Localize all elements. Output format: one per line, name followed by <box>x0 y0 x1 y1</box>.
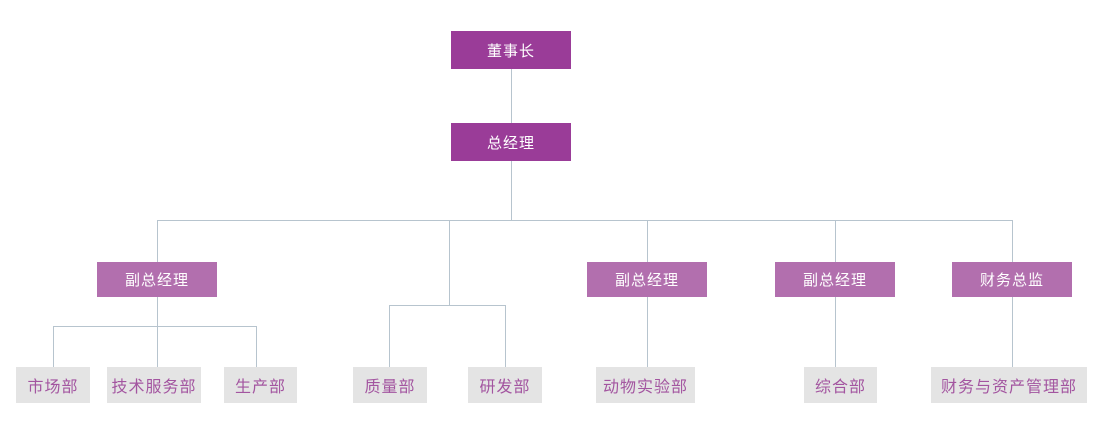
connector-line <box>53 326 54 367</box>
node-dept-marketing: 市场部 <box>16 367 90 403</box>
node-dept-quality: 质量部 <box>353 367 427 403</box>
connector-line <box>647 297 648 367</box>
connector-line <box>449 220 450 305</box>
connector-line <box>389 305 506 306</box>
connector-line <box>53 326 257 327</box>
connector-line <box>835 297 836 367</box>
node-dept-finance-asset: 财务与资产管理部 <box>931 367 1087 403</box>
connector-line <box>157 326 158 367</box>
connector-line <box>511 161 512 220</box>
node-deputy-gm-3: 副总经理 <box>775 262 895 297</box>
connector-line <box>256 326 257 367</box>
connector-line <box>157 297 158 326</box>
node-dept-production: 生产部 <box>224 367 297 403</box>
node-dept-technical-service: 技术服务部 <box>107 367 201 403</box>
node-dept-animal-lab: 动物实验部 <box>596 367 695 403</box>
connector-line <box>505 305 506 367</box>
connector-line <box>157 220 1013 221</box>
connector-line <box>1012 297 1013 367</box>
node-deputy-gm-1: 副总经理 <box>97 262 217 297</box>
connector-line <box>511 69 512 123</box>
node-chairman: 董事长 <box>451 31 571 69</box>
connector-line <box>1012 220 1013 262</box>
node-general-manager: 总经理 <box>451 123 571 161</box>
connector-line <box>389 305 390 367</box>
node-deputy-gm-2: 副总经理 <box>587 262 707 297</box>
node-dept-rnd: 研发部 <box>468 367 542 403</box>
connector-line <box>647 220 648 262</box>
node-dept-general-affairs: 综合部 <box>804 367 877 403</box>
connector-line <box>157 220 158 262</box>
connector-line <box>835 220 836 262</box>
node-finance-director: 财务总监 <box>952 262 1072 297</box>
